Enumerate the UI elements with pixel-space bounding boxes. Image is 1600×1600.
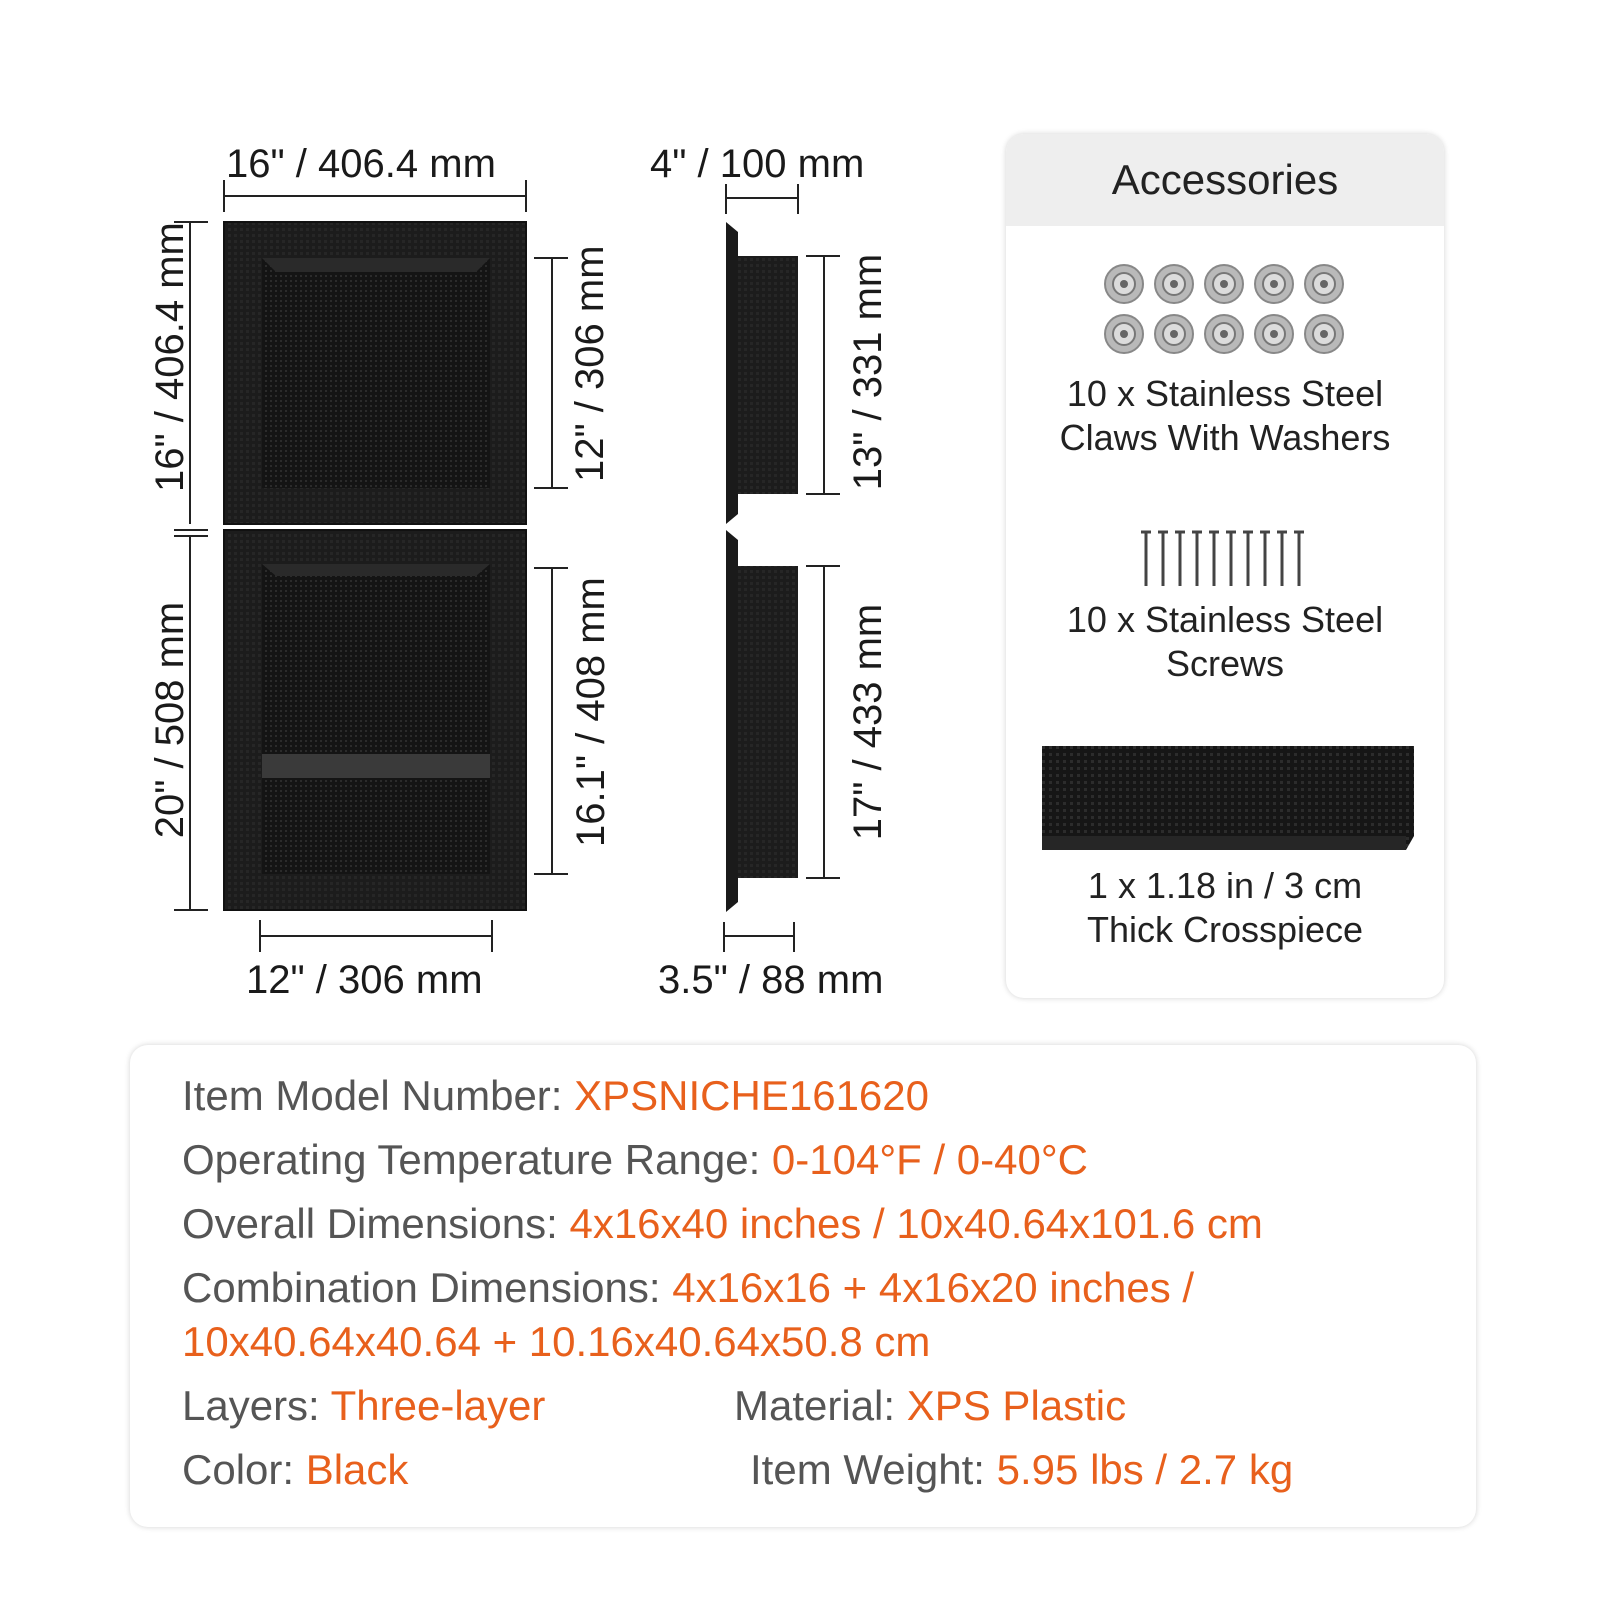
dimension-lines xyxy=(174,180,840,952)
spec-combination-dimensions: Combination Dimensions: 4x16x16 + 4x16x2… xyxy=(182,1264,1195,1311)
bottom-niche-side xyxy=(726,530,798,912)
bottom-niche-front xyxy=(223,529,527,911)
spec-weight: Item Weight: 5.95 lbs / 2.7 kg xyxy=(750,1446,1294,1493)
spec-color: Color: Black xyxy=(182,1446,409,1493)
spec-overall-dimensions: Overall Dimensions: 4x16x40 inches / 10x… xyxy=(182,1200,1263,1247)
top-niche-side xyxy=(726,222,798,524)
top-niche-front xyxy=(223,221,527,525)
depth-outer-label: 4" / 100 mm xyxy=(650,142,865,186)
depth-inner-label: 3.5" / 88 mm xyxy=(658,958,884,1002)
claws-label-line2: Claws With Washers xyxy=(1059,417,1391,458)
spec-material: Material: XPS Plastic xyxy=(734,1382,1127,1429)
product-diagram xyxy=(174,180,840,952)
bottom-inner-height-label: 16.1" / 408 mm xyxy=(569,577,613,847)
washer-icon xyxy=(1104,264,1344,354)
spec-temperature: Operating Temperature Range: 0-104°F / 0… xyxy=(182,1136,1088,1183)
spec-card: Item Model Number: XPSNICHE161620 Operat… xyxy=(130,1045,1476,1527)
spec-combination-dimensions-cont: 10x40.64x40.64 + 10.16x40.64x50.8 cm xyxy=(182,1318,931,1365)
accessories-title: Accessories xyxy=(1006,134,1444,226)
claws-label-line1: 10 x Stainless Steel xyxy=(1066,373,1384,414)
top-width-label: 16" / 406.4 mm xyxy=(226,142,496,186)
spec-model: Item Model Number: XPSNICHE161620 xyxy=(182,1072,930,1119)
side-top-height-label: 13" / 331 mm xyxy=(846,253,890,491)
top-height-label: 16" / 406.4 mm xyxy=(148,222,192,492)
screw-icon xyxy=(1141,530,1306,588)
screws-label-line1: 10 x Stainless Steel xyxy=(1066,599,1384,640)
spec-layers: Layers: Three-layer xyxy=(182,1382,546,1429)
bottom-inner-width-label: 12" / 306 mm xyxy=(246,958,483,1002)
crosspiece-icon xyxy=(1042,746,1414,850)
bottom-height-label: 20" / 508 mm xyxy=(148,601,192,839)
accessories-card: Accessories 10 x Stainless Steel Claws W… xyxy=(1006,134,1444,998)
screws-label-line2: Screws xyxy=(1165,643,1285,684)
side-bottom-height-label: 17" / 433 mm xyxy=(846,603,890,841)
crosspiece-label-line1: 1 x 1.18 in / 3 cm xyxy=(1087,865,1363,906)
crosspiece-label-line2: Thick Crosspiece xyxy=(1086,909,1364,950)
top-inner-height-label: 12" / 306 mm xyxy=(568,245,612,482)
